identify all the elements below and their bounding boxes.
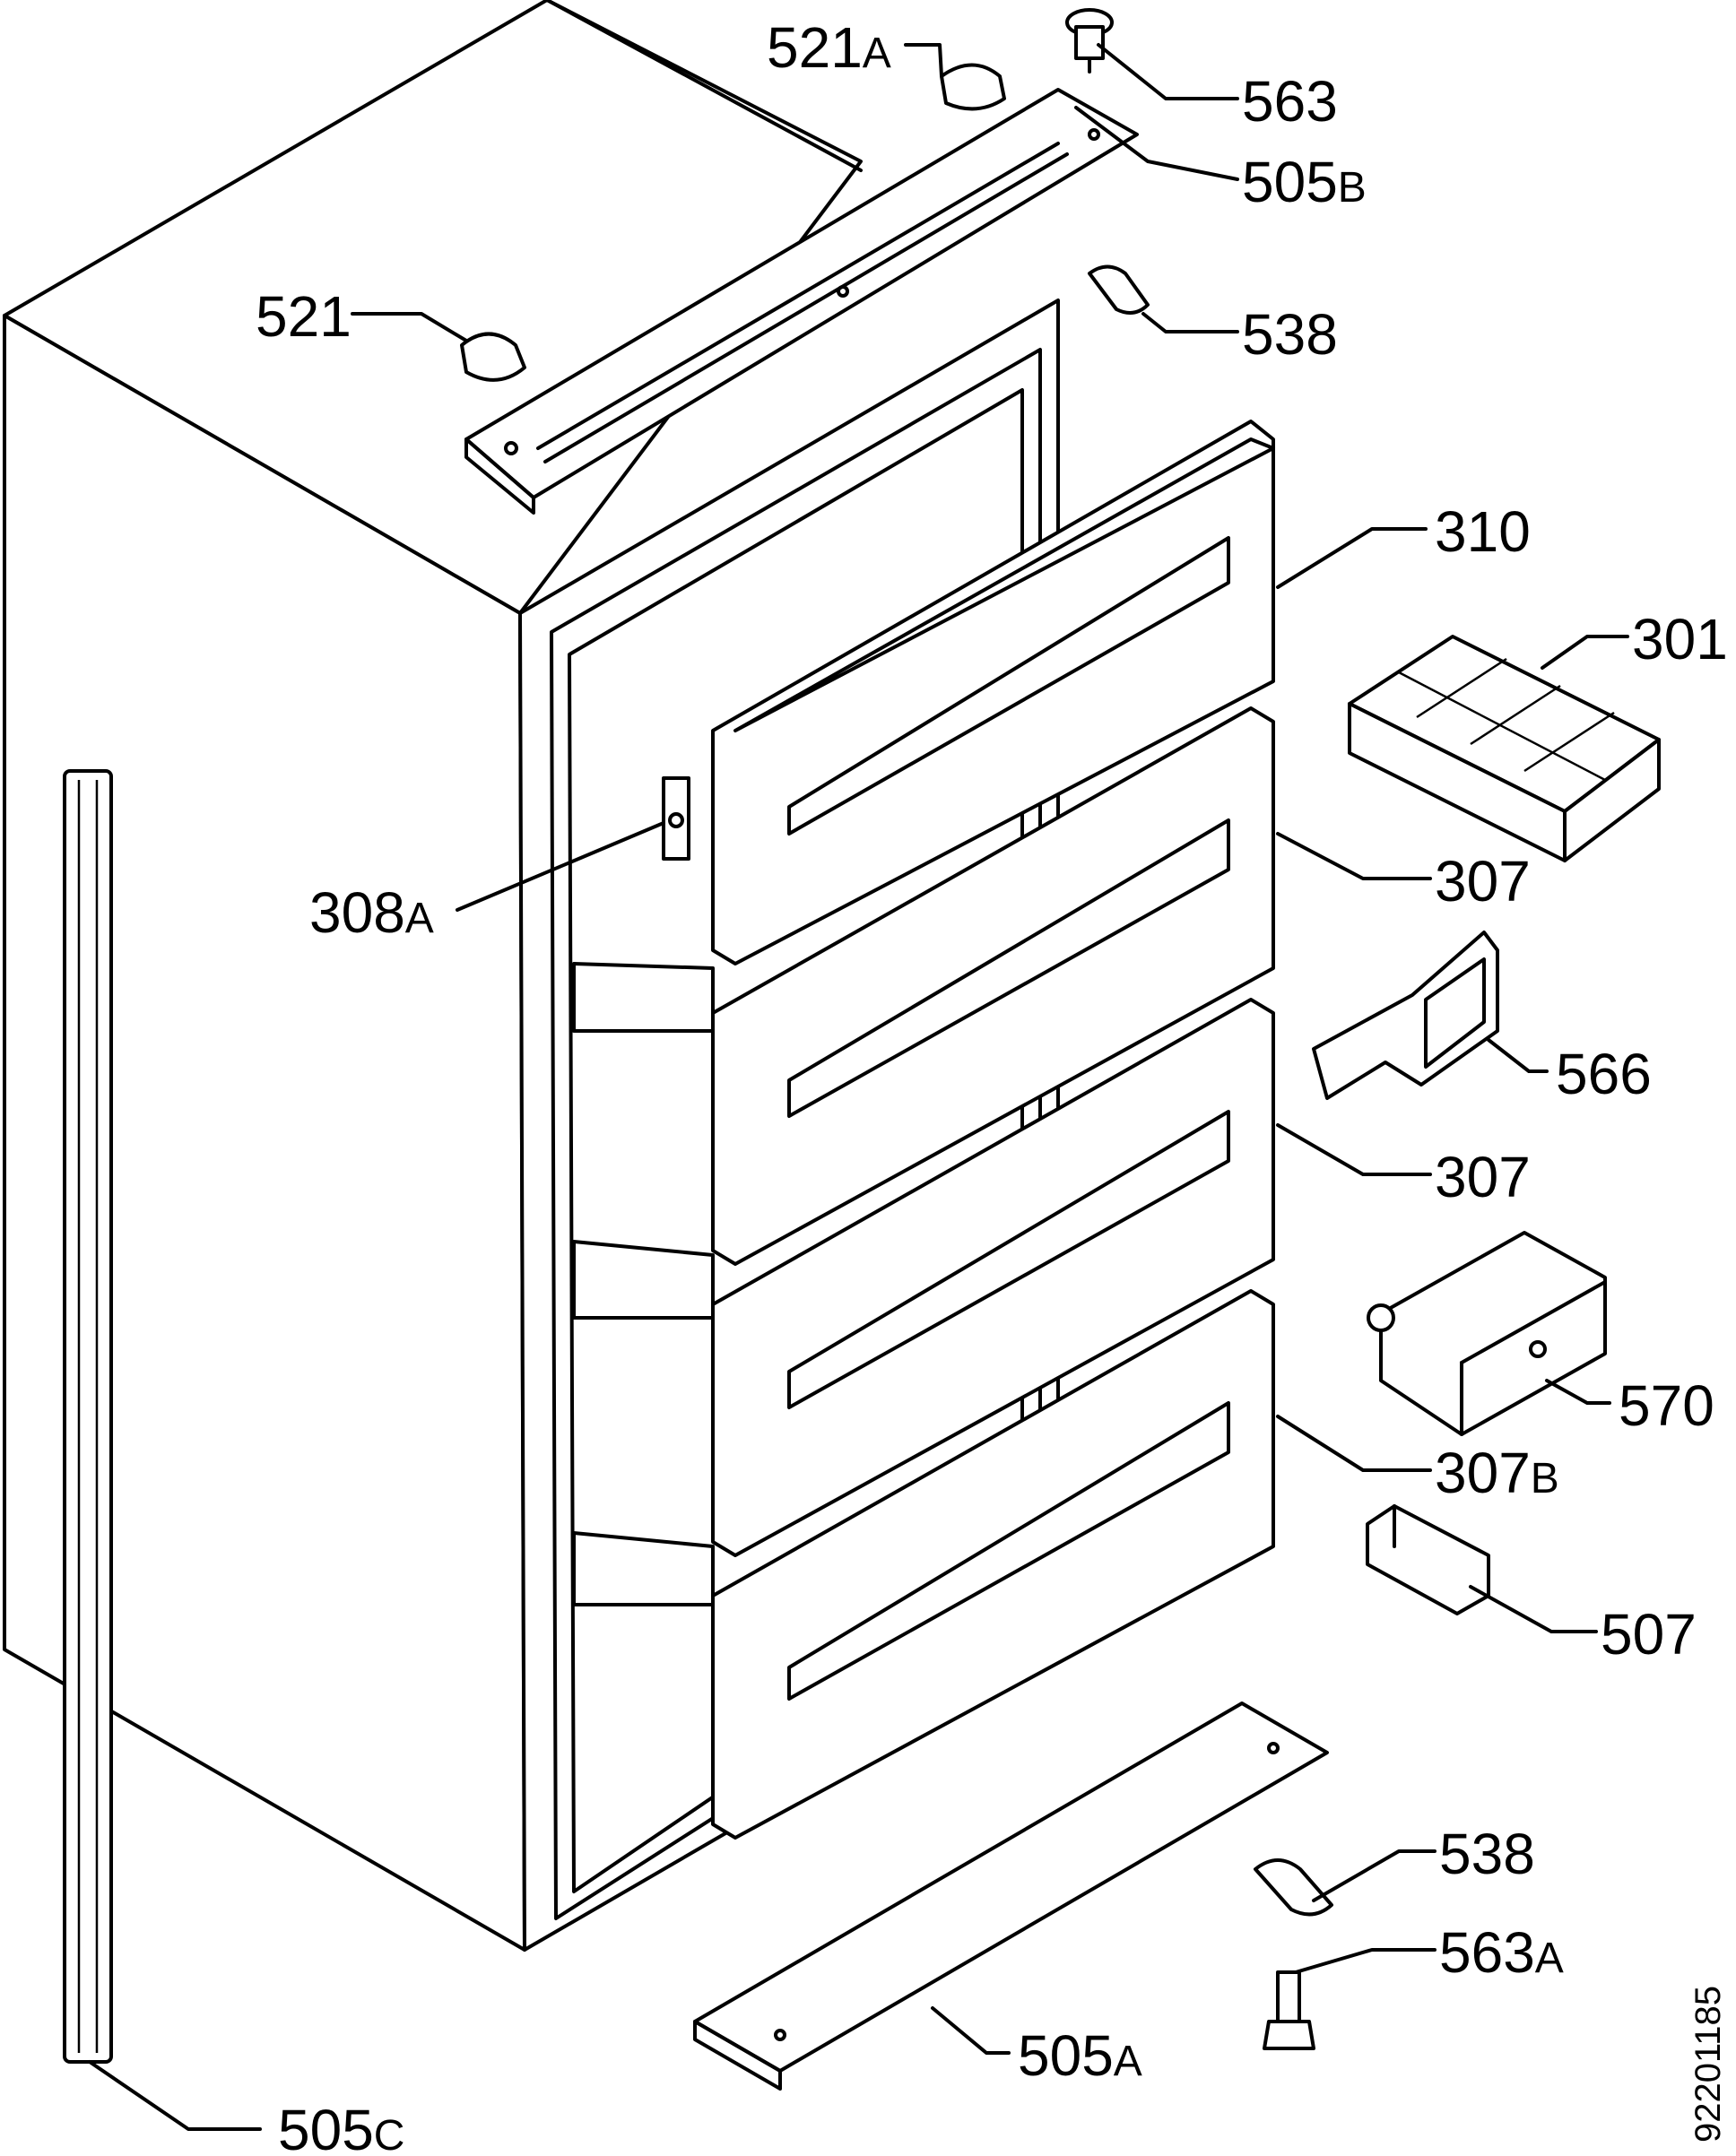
handle-507 — [1366, 1504, 1490, 1615]
callout-521a: 521A — [767, 15, 891, 80]
door-seal-strip — [63, 769, 113, 2064]
callout-307b: 307B — [1435, 1441, 1559, 1505]
drawer-307-a — [572, 706, 1275, 1266]
bottom-rail — [693, 1701, 1329, 2091]
callout-505b: 505B — [1242, 150, 1367, 214]
callout-570: 570 — [1619, 1373, 1714, 1438]
callout-310: 310 — [1435, 499, 1531, 564]
callout-521: 521 — [256, 284, 352, 349]
hinge-cap-521a — [940, 63, 1006, 111]
ice-tray-301 — [1348, 635, 1661, 862]
callout-538-bottom: 538 — [1439, 1822, 1535, 1886]
callout-307-b: 307 — [1435, 1145, 1531, 1209]
leader-lines — [88, 43, 1629, 2131]
ice-scraper-566 — [1312, 931, 1499, 1100]
callout-labels: 521A 563 505B 521 538 310 301 308A 307 5… — [256, 15, 1728, 2156]
top-rail — [464, 88, 1139, 515]
callout-538-top: 538 — [1242, 302, 1338, 367]
latch-308a — [662, 776, 690, 861]
screw-563a — [1263, 1970, 1315, 2050]
drawer-307-b — [572, 998, 1275, 1557]
callout-505c: 505C — [278, 2098, 404, 2152]
bottle-holder-570 — [1367, 1231, 1607, 1436]
hinge-cap-521 — [460, 332, 526, 382]
hinge-pin-538-top — [1088, 264, 1150, 315]
callout-301: 301 — [1632, 607, 1728, 671]
callout-563: 563 — [1242, 69, 1338, 134]
callout-563a: 563A — [1439, 1920, 1564, 1985]
screw-563 — [1065, 8, 1114, 74]
drawing-code: 92201185 — [1688, 1986, 1728, 2143]
callout-505a: 505A — [1018, 2023, 1142, 2088]
callout-566: 566 — [1556, 1042, 1652, 1106]
drawer-307b — [572, 1289, 1275, 1840]
drawer-flap-310 — [711, 420, 1275, 965]
callout-308a: 308A — [309, 880, 434, 945]
callout-507: 507 — [1601, 1602, 1697, 1667]
hinge-pin-538-bottom — [1254, 1858, 1333, 1917]
callout-307-a: 307 — [1435, 849, 1531, 913]
